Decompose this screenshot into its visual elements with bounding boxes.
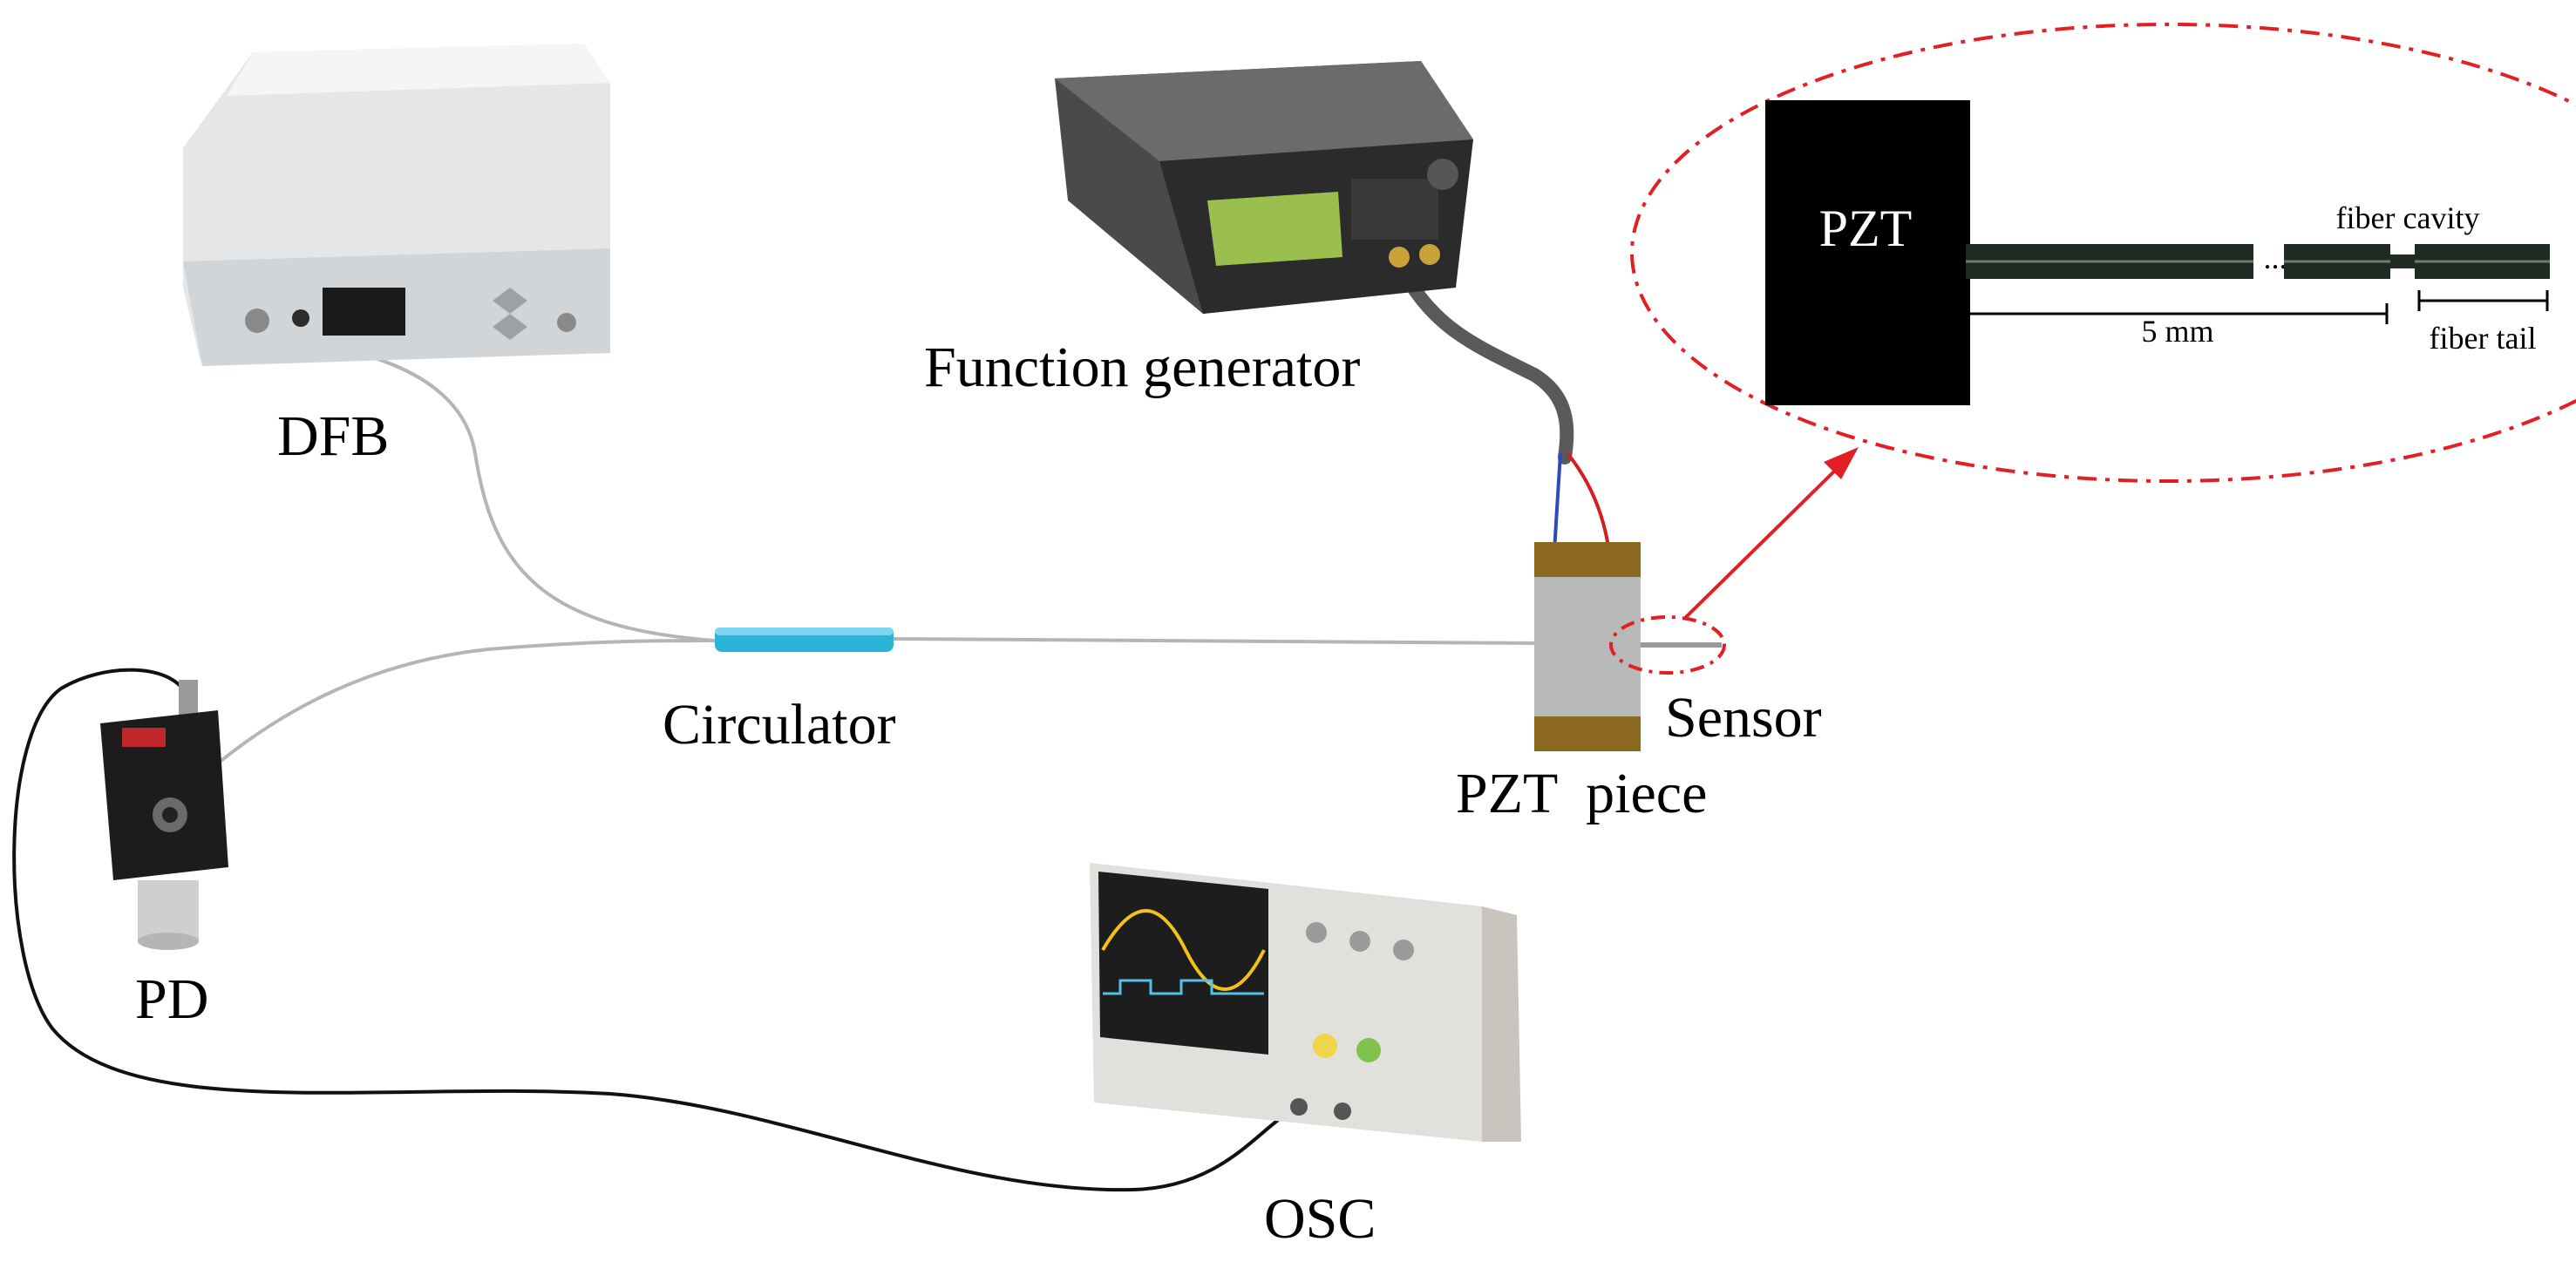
callout-arrow-head (1824, 447, 1859, 479)
inset-ellipse (1630, 23, 2576, 483)
label-dfb: DFB (277, 404, 389, 468)
label-pzt-piece: PZT piece (1456, 762, 1707, 825)
inset-dim-5mm-label: 5 mm (2141, 314, 2213, 349)
inset-cavity-gap (2390, 254, 2415, 268)
inset-fiber-cavity-label: fiber cavity (2336, 200, 2480, 235)
cable-pd-to-osc (12, 668, 1292, 1192)
circulator-device (715, 628, 894, 652)
label-osc: OSC (1264, 1187, 1376, 1251)
callout-arrow-line (1682, 460, 1845, 621)
pzt-piece-device (1534, 542, 1641, 751)
cable-function-generator (1401, 272, 1574, 465)
label-circulator: Circulator (663, 693, 896, 757)
function-generator-device (1055, 61, 1473, 314)
inset-pzt-label: PZT (1819, 200, 1913, 257)
photodetector-device (100, 680, 228, 950)
oscilloscope-device (1090, 863, 1521, 1142)
fiber-circulator-to-pzt (893, 637, 1544, 645)
inset-fiber-tail-label: fiber tail (2430, 321, 2537, 356)
sensor-inset: PZT ... fiber cavity 5 mm fiber tail (1630, 23, 2576, 483)
dfb-laser-source (183, 44, 610, 366)
sensor-highlight-ellipse (1609, 615, 1726, 675)
fiber-dfb-to-circulator (248, 334, 716, 642)
fiber-pd-to-circulator (164, 639, 716, 812)
label-sensor: Sensor (1665, 686, 1822, 750)
inset-pzt-block (1765, 100, 1970, 405)
label-pd: PD (135, 967, 208, 1031)
label-function-generator: Function generator (924, 336, 1360, 399)
connections (12, 272, 1722, 1192)
inset-ellipsis: ... (2264, 241, 2287, 275)
